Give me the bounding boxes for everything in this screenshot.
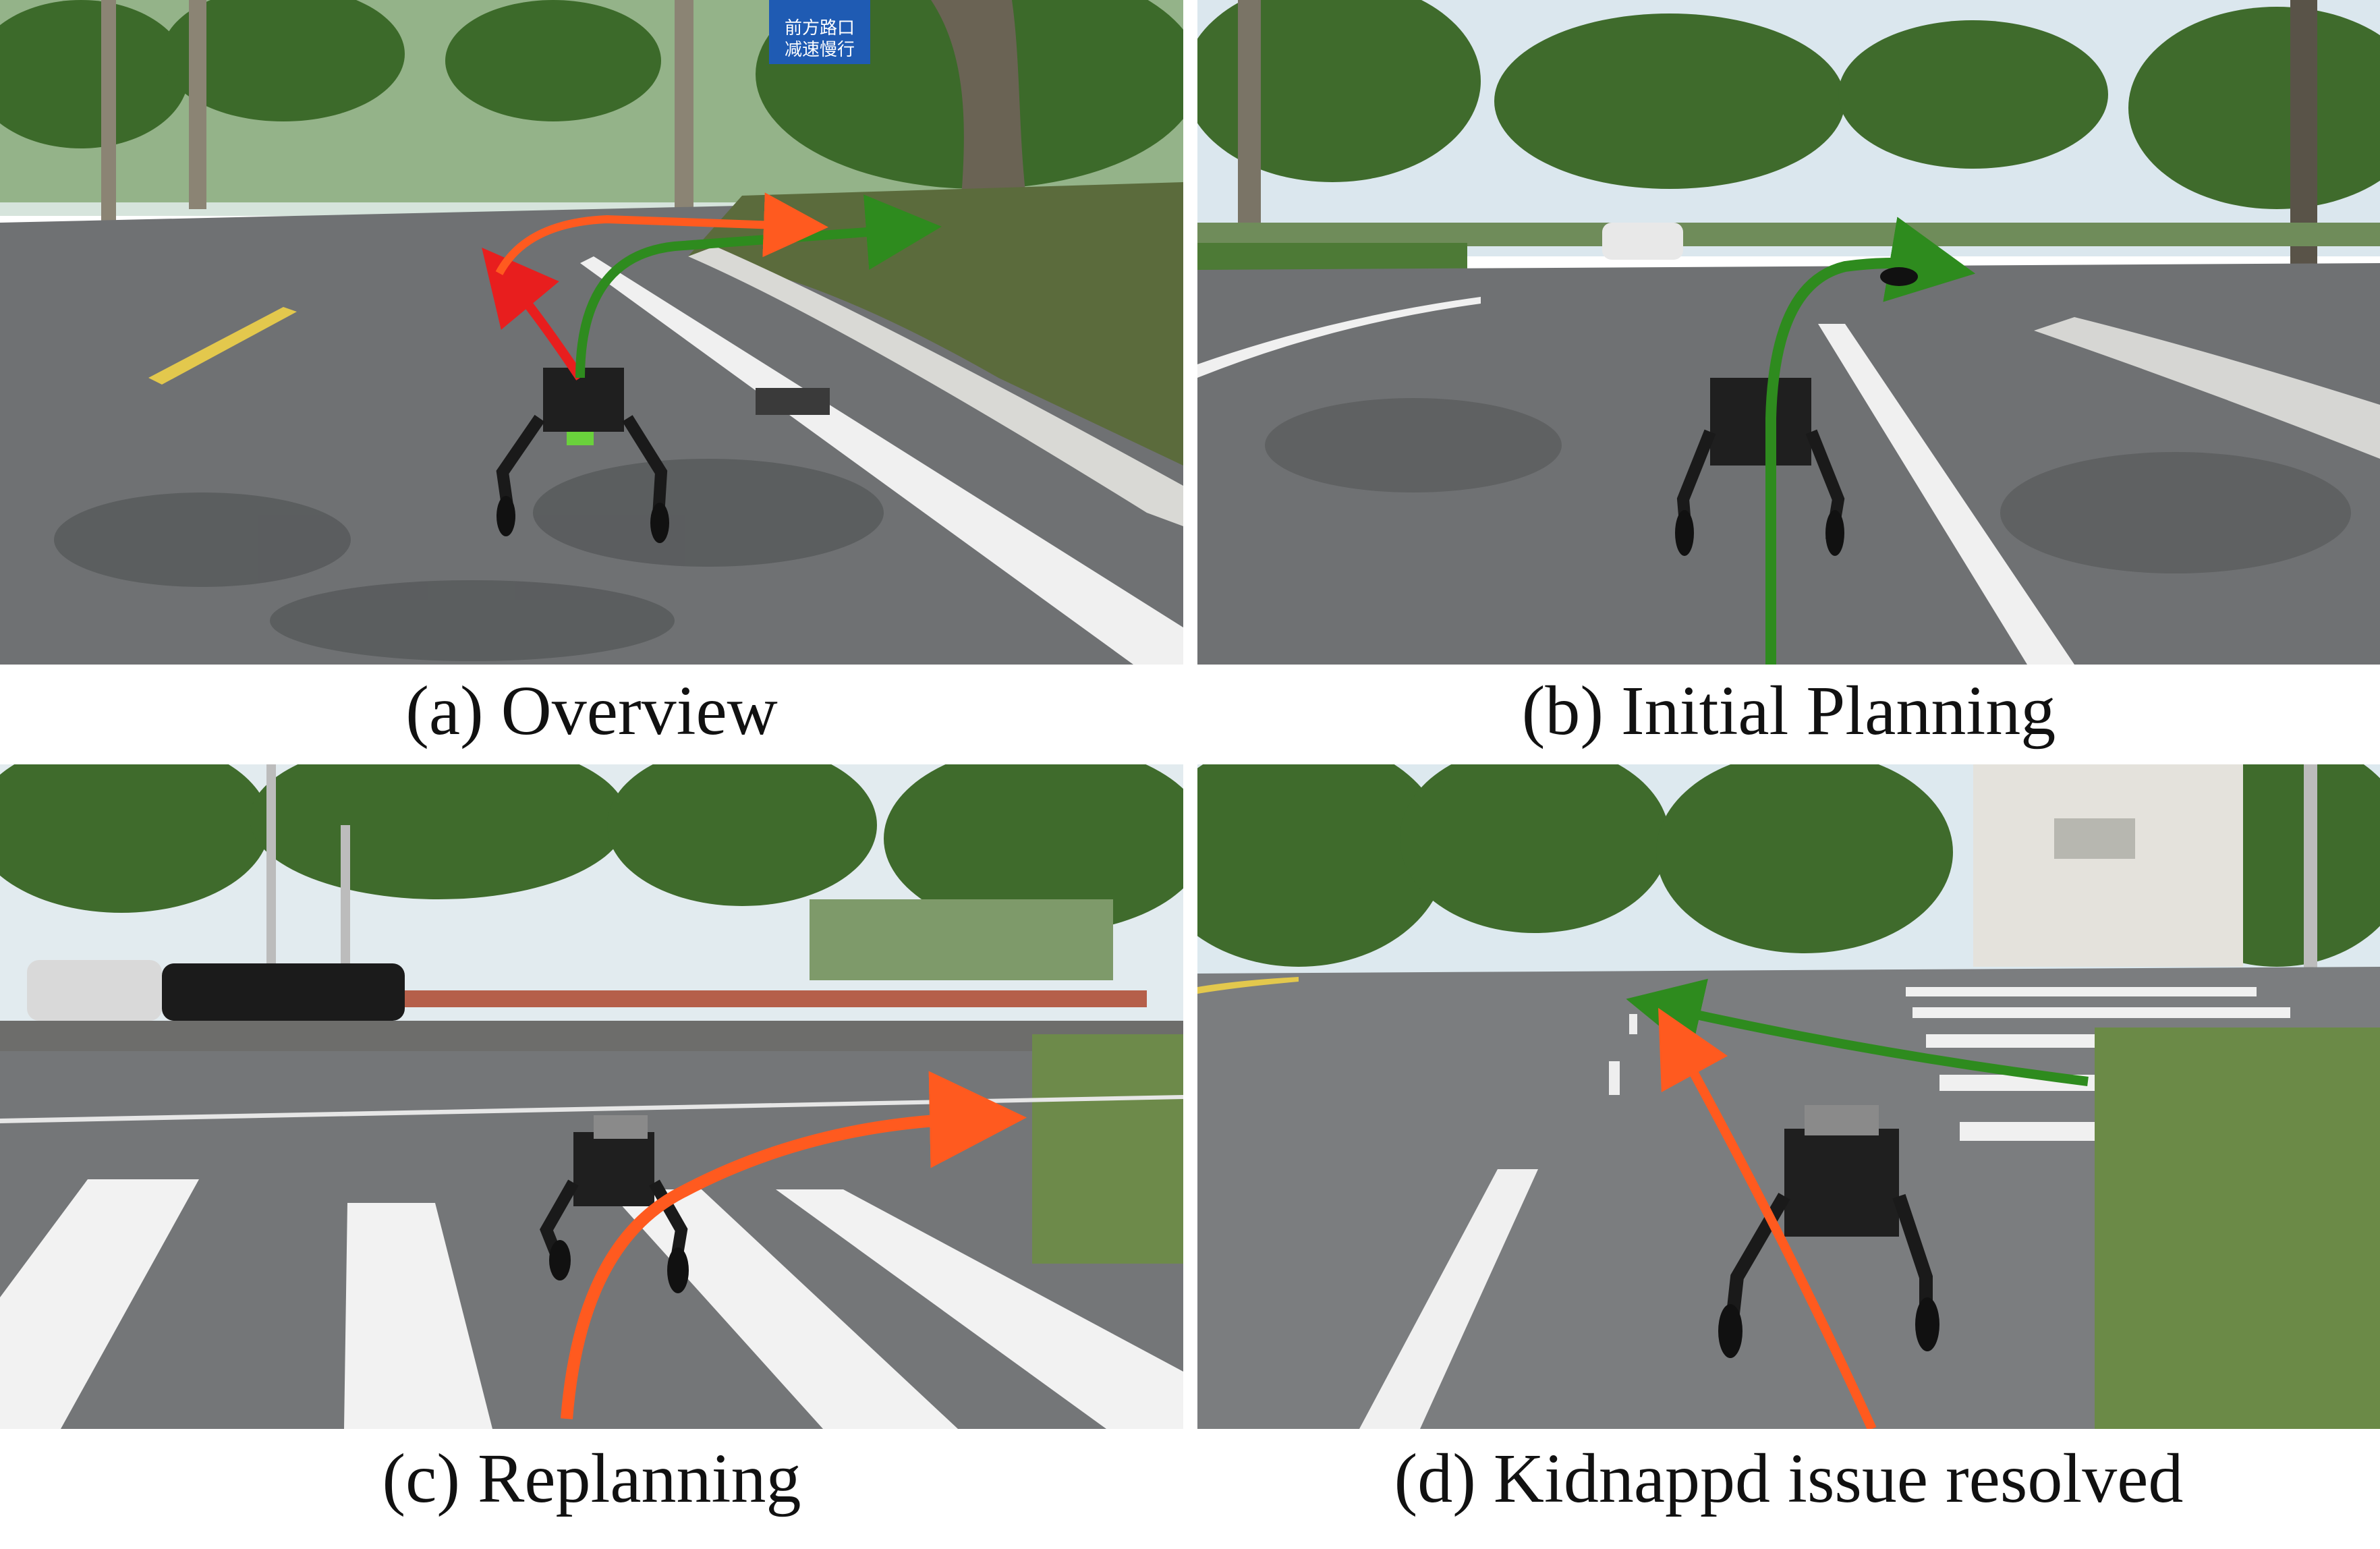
path-red-arrow [482,247,584,381]
robot [540,1115,689,1293]
robot [496,368,669,543]
kidnapped-resolved-photo [1197,764,2380,1429]
hedge [1032,1034,1183,1264]
panel-b-initial-planning-photo [1197,0,2380,665]
path-orange-arrow [495,192,828,275]
hedge [2095,1027,2380,1429]
path-orange-arrow [561,1071,1027,1419]
crosswalk [0,1179,1183,1429]
road-sign [769,0,870,64]
parked-car [1602,223,1683,260]
building [1973,764,2243,967]
path-green-arrow [575,194,942,378]
caption-d: (d) Kidnappd issue resolved [1394,1440,2184,1517]
path-orange-arrow [1658,1007,1877,1429]
caption-a: (a) Overview [405,672,778,750]
sign-line-2: 减速慢行 [785,40,855,60]
caption-c: (c) Replanning [382,1440,801,1517]
robot [1675,378,1845,556]
sign-line-1: 前方路口 [785,18,855,38]
panel-c-replanning-photo [0,764,1183,1429]
initial-planning-photo [1197,0,2380,665]
path-green-arrow [1765,217,1976,665]
panel-d-kidnapped-resolved-photo [1197,764,2380,1429]
parked-van [27,960,162,1021]
parked-car [162,963,405,1021]
replanning-photo [0,764,1183,1429]
panel-a-overview-photo: 前方路口 减速慢行 [0,0,1183,665]
scooter [1880,267,1918,286]
caption-b: (b) Initial Planning [1521,672,2056,750]
overview-photo: 前方路口 减速慢行 [0,0,1183,665]
